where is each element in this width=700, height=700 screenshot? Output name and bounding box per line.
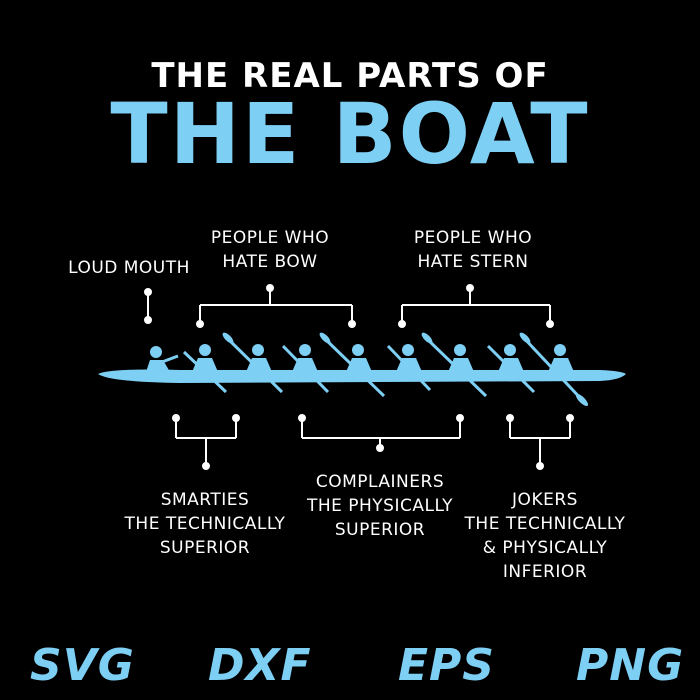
label-hate-bow: PEOPLE WHO HATE BOW xyxy=(210,228,330,272)
format-png: PNG xyxy=(576,640,685,691)
label-hate-stern: PEOPLE WHO HATE STERN xyxy=(413,228,533,272)
format-dxf: DXF xyxy=(208,640,312,691)
title-line-2: THE BOAT xyxy=(110,85,590,183)
label-smarties: SMARTIES THE TECHNICALLY SUPERIOR xyxy=(124,490,286,558)
format-svg: SVG xyxy=(30,640,135,691)
rowers-icon xyxy=(146,332,589,407)
format-eps: EPS xyxy=(398,640,495,691)
title-line-1: THE REAL PARTS OF xyxy=(151,56,549,96)
label-jokers: JOKERS THE TECHNICALLY & PHYSICALLY INFE… xyxy=(464,490,626,582)
label-loud-mouth: LOUD MOUTH xyxy=(68,258,190,278)
format-footer xyxy=(0,625,700,700)
label-complainers: COMPLAINERS THE PHYSICALLY SUPERIOR xyxy=(306,472,454,540)
connector-lines xyxy=(144,284,574,470)
